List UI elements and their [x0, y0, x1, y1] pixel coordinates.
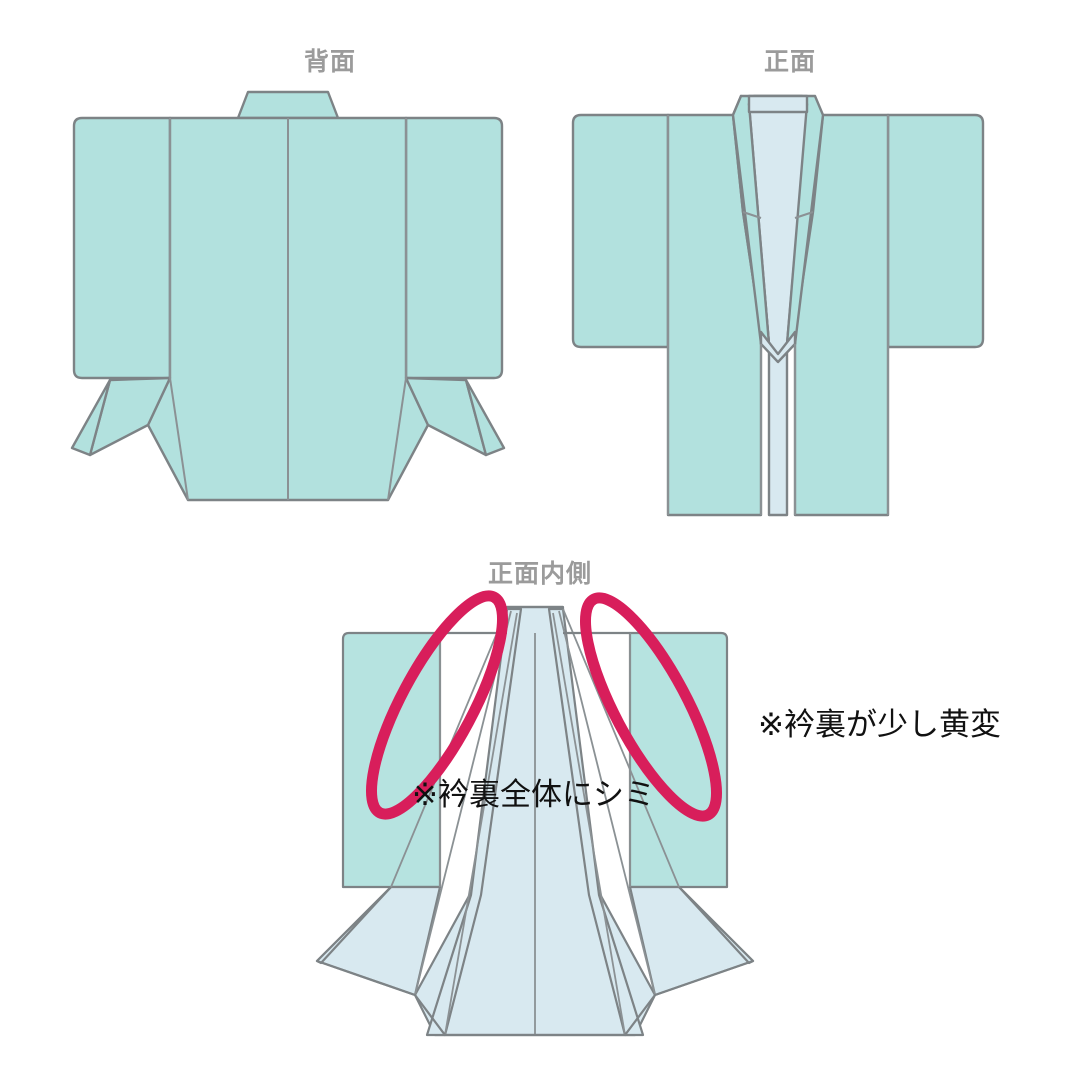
inner-collar-right-edge-c: [552, 612, 626, 1036]
back-seam-left-hem: [169, 377, 189, 501]
back-seam-right-hem: [387, 377, 407, 501]
garment-back-view: [70, 90, 506, 502]
front-left-sleeve: [571, 113, 670, 349]
front-right-sleeve: [886, 113, 985, 349]
inner-collar-right-edge-b: [558, 610, 656, 996]
front-neck-lining-strip: [747, 94, 809, 114]
front-collar-notch-left: [742, 211, 762, 219]
view-label-inner-front: 正面内側: [487, 560, 592, 588]
stain-marker-right-collar-icon: [579, 592, 723, 822]
annotation-note-yellowing: ※衿裏が少し黄変: [758, 707, 1001, 743]
stain-marker-left-collar-icon: [365, 590, 509, 820]
back-left-hem-wedge-inner: [70, 378, 112, 457]
garment-front-view: [571, 94, 985, 517]
view-label-back: 背面: [303, 48, 356, 76]
inner-collar-right-edge-a: [562, 608, 680, 888]
back-right-sleeve: [404, 116, 504, 380]
view-label-front: 正面: [763, 48, 816, 76]
inner-collar-left-edge-c: [444, 612, 518, 1036]
annotation-note-stain: ※衿裏全体にシミ: [412, 777, 655, 813]
inner-hem-outline: [316, 959, 754, 1037]
back-left-sleeve: [72, 116, 172, 380]
front-collar-notch-right: [794, 211, 814, 219]
garment-inner-front-view: [315, 605, 755, 1037]
back-right-hem-wedge-inner: [464, 378, 506, 457]
